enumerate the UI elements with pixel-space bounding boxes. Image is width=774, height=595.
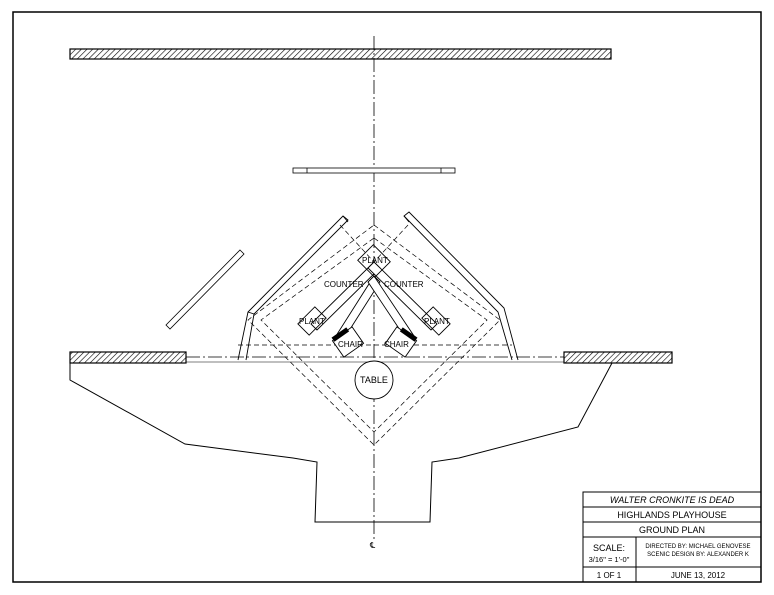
label-plant-top: PLANT — [362, 256, 388, 265]
title-directed-by: DIRECTED BY: MICHAEL GENOVESE — [645, 544, 750, 550]
plant-left-box — [297, 306, 327, 336]
platform-solid — [237, 211, 519, 361]
proscenium-wall-left — [69, 351, 187, 364]
label-table: TABLE — [360, 375, 388, 385]
center-line-mark: ℄ — [369, 541, 376, 550]
angled-flat — [165, 249, 245, 330]
title-scale-label: SCALE: — [593, 543, 625, 553]
title-scale-value: 3/16" = 1'-0" — [589, 555, 630, 564]
title-scenic-design: SCENIC DESIGN BY: ALEXANDER K — [647, 552, 749, 558]
title-block — [582, 491, 762, 583]
label-chair-left: CHAIR — [338, 340, 363, 349]
plant-right-box — [421, 306, 451, 336]
label-counter-left: COUNTER — [324, 280, 364, 289]
title-venue: HIGHLANDS PLAYHOUSE — [617, 510, 726, 520]
drawing-border — [12, 11, 762, 583]
plant-top-box — [357, 244, 391, 278]
counter-right — [367, 261, 438, 331]
table — [354, 360, 394, 400]
header-flat — [292, 167, 456, 174]
chair-left — [331, 326, 365, 358]
label-counter-right: COUNTER — [384, 280, 424, 289]
proscenium-wall-right — [563, 351, 673, 364]
label-plant-right: PLANT — [424, 317, 450, 326]
title-sheet: 1 OF 1 — [597, 571, 622, 580]
label-chair-right: CHAIR — [384, 340, 409, 349]
back-wall — [69, 48, 612, 60]
title-date: JUNE 13, 2012 — [671, 571, 726, 580]
title-drawing: GROUND PLAN — [639, 525, 705, 535]
chair-right — [384, 326, 418, 358]
platform-dashed — [238, 224, 512, 446]
apron-outline — [69, 362, 613, 523]
title-play: WALTER CRONKITE IS DEAD — [610, 495, 735, 505]
label-plant-left: PLANT — [299, 317, 325, 326]
